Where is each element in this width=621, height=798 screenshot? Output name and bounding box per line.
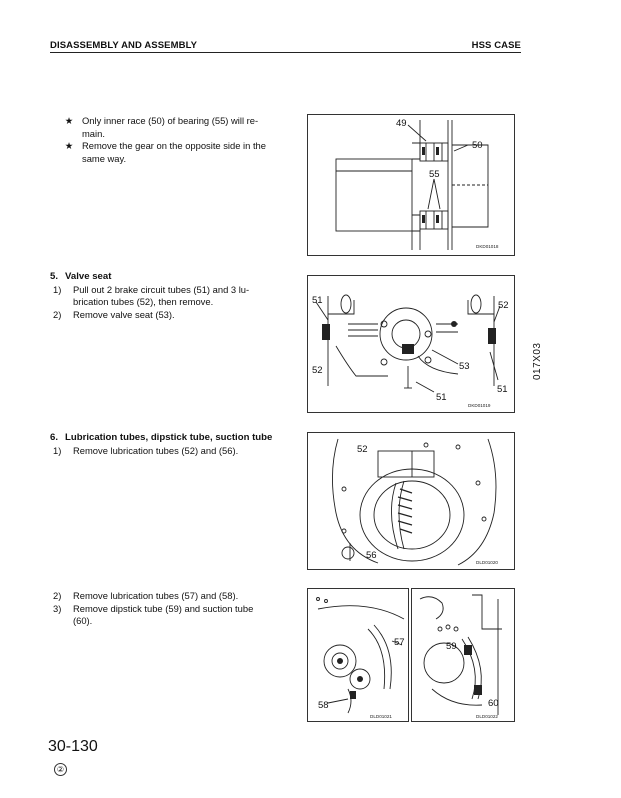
bearing-diagram: 49 50 55 DKD01018 (335, 118, 499, 250)
header-section-title: DISASSEMBLY AND ASSEMBLY (50, 40, 198, 51)
figure-bearing: 49 50 55 DKD01018 (307, 114, 515, 256)
section-lubrication-tubes-continued: 2) Remove lubrication tubes (57) and (58… (50, 590, 295, 628)
figure-code: DLD01020 (476, 560, 498, 565)
figure-code: DKD01018 (476, 244, 499, 249)
star-icon: ★ (64, 140, 74, 151)
page-number: 30-130 (48, 738, 98, 755)
callout-60: 60 (488, 698, 499, 709)
callout-51: 51 (436, 392, 447, 403)
figure-code: DLD01021 (370, 714, 392, 719)
step-line: Remove valve seat (53). (73, 308, 175, 320)
figure-lubrication-tubes: 52 56 DLD01020 (307, 432, 515, 570)
side-code: 017X03 (532, 342, 543, 380)
callout-59: 59 (446, 641, 457, 652)
section-heading: 5. Valve seat (50, 271, 295, 284)
step-item: 1) Pull out 2 brake circuit tubes (51) a… (50, 284, 295, 309)
note-line: main. (82, 127, 105, 139)
callout-51: 51 (497, 384, 508, 395)
step-line: Remove lubrication tubes (57) and (58). (73, 590, 239, 601)
section-title: Valve seat (65, 271, 112, 282)
step-number: 3) (53, 602, 62, 614)
step-line: (60). (73, 615, 93, 626)
step-line: Remove lubrication tubes (52) and (56). (73, 444, 239, 456)
callout-53: 53 (459, 361, 470, 372)
figure-code: DKD01019 (468, 403, 491, 408)
figure-tubes-57-58: 57 58 DLD01021 (307, 588, 409, 722)
notes-block: ★ Only inner race (50) of bearing (55) w… (64, 115, 296, 165)
callout-50: 50 (472, 140, 483, 151)
note-line: same way. (82, 152, 127, 164)
dipstick-suction-diagram: 59 60 DLD01022 (419, 594, 502, 719)
figure-code: DLD01022 (476, 714, 498, 719)
callout-55: 55 (429, 169, 440, 180)
callout-52: 52 (357, 444, 368, 455)
note-item: ★ Only inner race (50) of bearing (55) w… (64, 115, 296, 140)
lubrication-tubes-diagram: 52 56 DLD01020 (331, 438, 498, 566)
callout-51: 51 (312, 295, 323, 306)
star-icon: ★ (64, 115, 74, 126)
header-chapter-title: HSS CASE (471, 40, 521, 51)
figure-dipstick-suction: 59 60 DLD01022 (411, 588, 515, 722)
callout-58: 58 (318, 700, 329, 711)
section-number: 5. (50, 271, 59, 282)
callout-52: 52 (498, 300, 509, 311)
step-item: 2) Remove lubrication tubes (57) and (58… (50, 590, 295, 603)
valve-seat-diagram: 51 52 52 53 51 51 DKD01019 (312, 294, 509, 408)
section-title: Lubrication tubes, dipstick tube, suctio… (65, 432, 273, 443)
revision-mark: ② (54, 763, 67, 776)
section-number: 6. (50, 432, 59, 443)
note-item: ★ Remove the gear on the opposite side i… (64, 140, 296, 165)
step-line: brication tubes (52), then remove. (73, 296, 214, 307)
step-item: 3) Remove dipstick tube (59) and suction… (50, 603, 295, 628)
step-line: Remove dipstick tube (59) and suction tu… (73, 602, 254, 614)
figure-valve-seat: 51 52 52 53 51 51 DKD01019 (307, 275, 515, 413)
step-number: 1) (53, 444, 62, 456)
callout-49: 49 (396, 118, 407, 129)
section-heading: 6. Lubrication tubes, dipstick tube, suc… (50, 432, 295, 445)
section-valve-seat: 5. Valve seat 1) Pull out 2 brake circui… (50, 271, 295, 321)
step-item: 1) Remove lubrication tubes (52) and (56… (50, 445, 295, 458)
callout-56: 56 (366, 550, 377, 561)
step-line: Pull out 2 brake circuit tubes (51) and … (73, 283, 250, 295)
section-lubrication-tubes: 6. Lubrication tubes, dipstick tube, suc… (50, 432, 295, 457)
step-number: 2) (53, 590, 62, 601)
header-rule (50, 52, 521, 53)
step-number: 1) (53, 283, 62, 295)
callout-52: 52 (312, 365, 323, 376)
note-line: Only inner race (50) of bearing (55) wil… (82, 115, 259, 126)
tubes-57-58-diagram: 57 58 DLD01021 (316, 597, 405, 719)
step-item: 2) Remove valve seat (53). (50, 309, 295, 322)
step-number: 2) (53, 308, 62, 320)
note-line: Remove the gear on the opposite side in … (82, 140, 266, 151)
callout-57: 57 (394, 637, 405, 648)
